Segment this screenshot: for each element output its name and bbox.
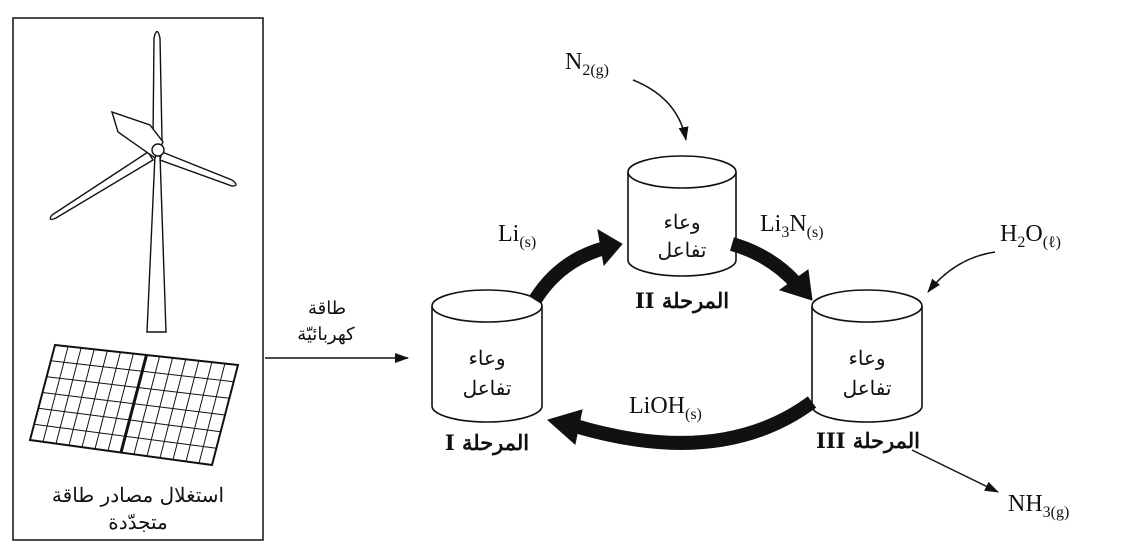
vessel-3-line-1: وعاء — [848, 346, 886, 370]
renewable-energy-caption: استغلال مصادر طاقة متجدّدة — [18, 482, 258, 536]
solar-panel-divider — [119, 354, 148, 453]
vessel-3-line-2: تفاعل — [842, 376, 892, 400]
renewable-energy-panel — [12, 17, 264, 541]
arrow-h2o-in — [927, 251, 996, 293]
label-n2-gas: N2(g) — [565, 49, 609, 79]
wind-turbine-icon — [49, 30, 237, 333]
arrow-nh3-out — [911, 449, 999, 493]
arrow-n2-in — [632, 79, 689, 141]
electrical-energy-label-2: كهربائيّة — [297, 324, 355, 345]
vessel-2-line-2: تفاعل — [657, 238, 707, 262]
reaction-vessel-3 — [811, 289, 923, 423]
stage-2-label: المرحلة II — [634, 288, 730, 313]
reaction-vessel-1 — [431, 289, 543, 423]
label-nh3-gas: NH3(g) — [1008, 491, 1070, 521]
arrow-stage3-to-stage1 — [569, 396, 817, 450]
reaction-vessel-2 — [627, 155, 737, 277]
caption-line-2: متجدّدة — [108, 510, 168, 534]
electrical-energy-label-1: طاقة — [307, 298, 347, 319]
stage-3-label: المرحلة III — [816, 428, 920, 453]
vessel-2-line-1: وعاء — [663, 210, 701, 234]
caption-line-1: استغلال مصادر طاقة — [51, 483, 225, 507]
vessel-1-line-2: تفاعل — [462, 376, 512, 400]
arrow-stage2-to-stage3 — [729, 237, 801, 287]
arrow-stage1-to-stage2 — [529, 241, 607, 304]
label-li3n-solid: Li3N(s) — [760, 211, 824, 241]
stage-1-label: المرحلة I — [444, 430, 530, 455]
cycle-arrows — [529, 229, 817, 450]
label-li-solid: Li(s) — [498, 221, 537, 251]
label-h2o-liquid: H2O(ℓ) — [1000, 221, 1062, 251]
label-lioh-solid: LiOH(s) — [629, 393, 702, 423]
vessel-1-line-1: وعاء — [468, 346, 506, 370]
solar-panel-icon — [28, 343, 240, 467]
